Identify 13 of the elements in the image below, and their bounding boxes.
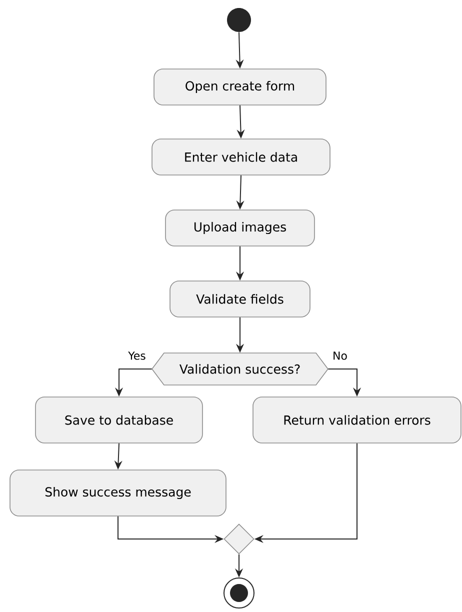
activity-box: Validate fields — [170, 280, 310, 318]
activity-box: Enter vehicle data — [152, 138, 330, 176]
activity-box: Show success message — [10, 470, 226, 516]
activity-box: Upload images — [165, 210, 315, 246]
edge-label: No — [334, 352, 347, 360]
activity-box: Return validation errors — [252, 396, 462, 444]
merge-diamond — [224, 524, 254, 554]
edge-label: Yes — [128, 352, 146, 360]
activity-box: Save to database — [35, 396, 203, 444]
end-node — [224, 578, 254, 608]
decision-hexagon: Validation success? — [152, 352, 328, 386]
start-node — [227, 8, 251, 32]
activity-box: Open create form — [154, 68, 326, 106]
